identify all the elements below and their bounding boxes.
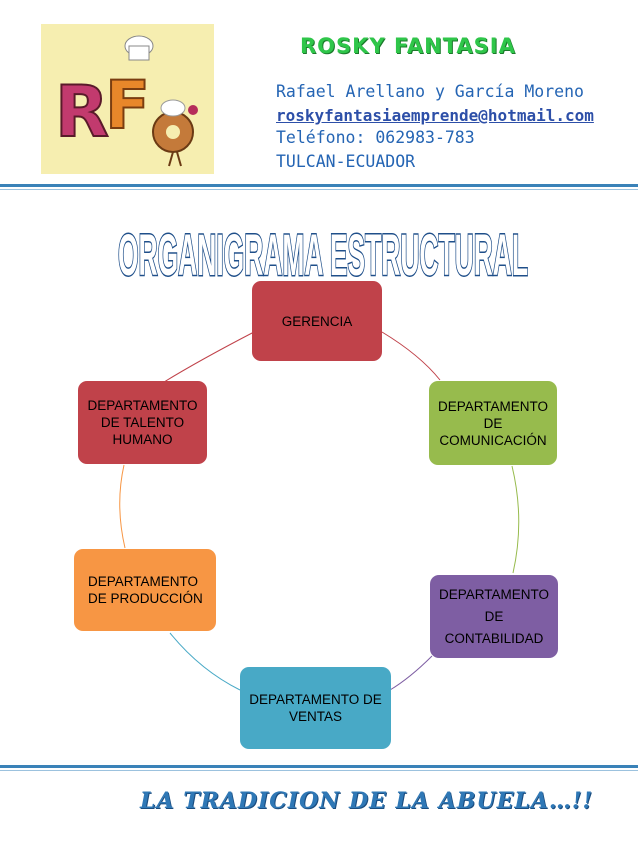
phone-number: Teléfono: 062983-783	[276, 128, 475, 147]
city-location: TULCAN-ECUADOR	[276, 152, 416, 171]
brand-name: ROSKY FANTASIA	[300, 34, 516, 58]
node-comunicacion: DEPARTAMENTO DE COMUNICACIÓN	[429, 381, 557, 465]
header-divider	[0, 184, 638, 187]
footer-slogan: LA TRADICION DE LA ABUELA…!!	[140, 788, 594, 814]
owner-name: Rafael Arellano y García Moreno	[276, 82, 584, 101]
header-divider-thin	[0, 189, 638, 190]
node-produccion: DEPARTAMENTO DE PRODUCCIÓN	[74, 549, 216, 631]
footer-divider	[0, 765, 638, 768]
page-title-text: ORGANIGRAMA ESTRUCTURAL	[118, 223, 528, 283]
footer-divider-thin	[0, 770, 638, 771]
node-gerencia: GERENCIA	[252, 281, 382, 361]
node-ventas: DEPARTAMENTO DE VENTAS	[240, 667, 391, 749]
page-title: ORGANIGRAMA ESTRUCTURAL	[117, 222, 530, 284]
brand-logo: R F	[41, 24, 214, 174]
node-talento-humano: DEPARTAMENTO DE TALENTO HUMANO	[78, 381, 207, 464]
logo-letter-r: R	[55, 71, 109, 153]
email-link[interactable]: roskyfantasiaemprende@hotmail.com	[276, 106, 594, 125]
node-contabilidad: DEPARTAMENTO DE CONTABILIDAD	[430, 575, 558, 658]
logo-letter-f: F	[105, 67, 150, 144]
